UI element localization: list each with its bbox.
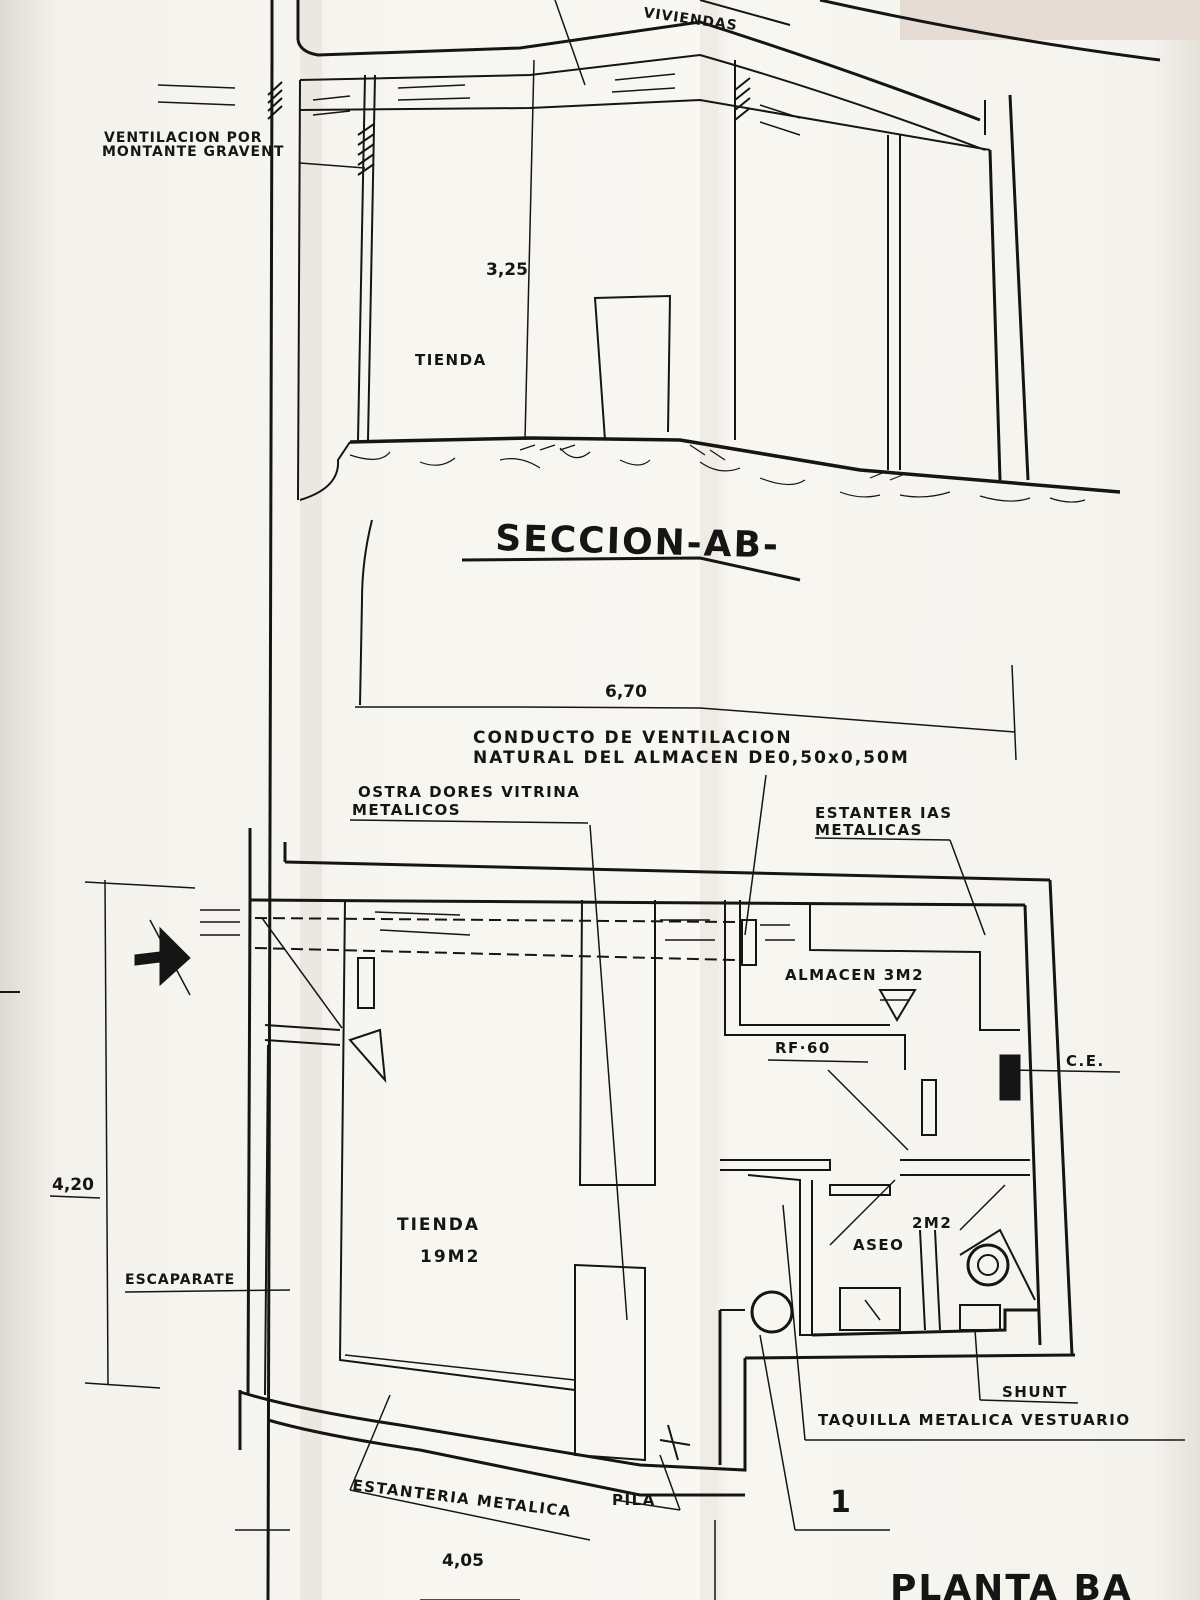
width-dimension-plan: 4,05 [442, 1551, 484, 1571]
tienda-plan-label: TIENDA [397, 1215, 480, 1235]
mostradores-label-line1: OSTRA DORES VITRINA [358, 783, 580, 801]
section-ab [157, 0, 1161, 1600]
section-number-one: 1 [830, 1485, 851, 1520]
estanterias-label-line2: METALICAS [815, 821, 923, 839]
height-dimension-section: 3,25 [486, 260, 528, 280]
conducto-label-line1: CONDUCTO DE VENTILACION [473, 728, 793, 748]
escaparate-label: ESCAPARATE [125, 1272, 235, 1288]
rf60-label: RF·60 [775, 1039, 831, 1057]
taquilla-label: TAQUILLA METALICA VESTUARIO [818, 1411, 1131, 1429]
pila-label: PILA [612, 1491, 656, 1509]
aseo-label: ASEO [853, 1236, 904, 1254]
ventilacion-label-line1: VENTILACION POR [104, 130, 263, 146]
planta-title: PLANTA BA [890, 1568, 1133, 1600]
paper-top-right-corner [900, 0, 1200, 40]
section-title: SECCION-AB- [495, 518, 781, 566]
estanteria-label: ESTANTERIA METALICA [352, 1476, 573, 1521]
almacen-label: ALMACEN 3M2 [785, 966, 924, 984]
conducto-label-line2: NATURAL DEL ALMACEN DE0,50x0,50M [473, 748, 910, 768]
floor-plan [0, 774, 1185, 1600]
paper-fold-left [300, 0, 322, 1600]
height-dimension-plan: 4,20 [52, 1175, 94, 1195]
viviendas-label: VIVIENDAS [642, 5, 738, 34]
ce-label: C.E. [1066, 1052, 1105, 1070]
mostradores-label-line2: METALICOS [352, 801, 461, 819]
paper-fold-right [700, 0, 718, 1600]
estanterias-label-line1: ESTANTER IAS [815, 804, 953, 822]
shunt-label: SHUNT [1002, 1383, 1068, 1401]
width-dimension-section: 6,70 [605, 682, 647, 702]
aseo-area-label: 2M2 [912, 1214, 952, 1232]
ventilacion-label-line2: MONTANTE GRAVENT [102, 144, 284, 160]
tienda-section-label: TIENDA [415, 351, 487, 369]
tienda-area-label: 19M2 [420, 1247, 480, 1267]
